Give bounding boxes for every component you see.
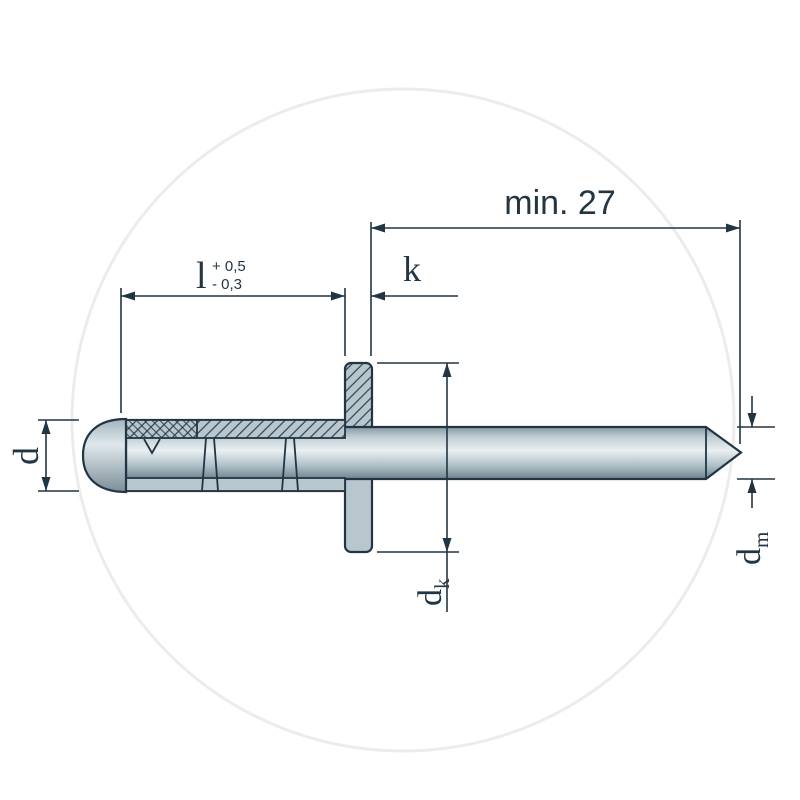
knurl-pattern	[126, 420, 197, 438]
arrowhead	[747, 413, 757, 427]
mandrel-diameter-label: dm	[731, 532, 773, 565]
head-diameter-label: dk	[412, 578, 454, 606]
arrowhead	[747, 479, 757, 493]
arrowhead	[41, 420, 51, 434]
arrowhead	[726, 223, 740, 233]
arrowhead	[121, 291, 135, 301]
mandrel-diameter-sub: m	[749, 532, 773, 548]
body-diameter-label: d	[6, 447, 46, 465]
head-diameter-main: d	[412, 589, 449, 606]
dimension-lines	[38, 220, 775, 612]
tolerance-minus-label: - 0,3	[212, 276, 242, 293]
groove-line	[201, 437, 207, 492]
tolerance-plus-label: + 0,5	[212, 258, 246, 275]
arrowhead	[41, 477, 51, 491]
notch-mark	[143, 438, 161, 455]
sleeve-bottom-wall	[121, 477, 346, 492]
groove-line	[213, 437, 219, 492]
arrowhead	[371, 291, 385, 301]
body-length-label: l	[196, 255, 207, 297]
groove-line	[281, 437, 287, 492]
head-height-label: k	[403, 249, 421, 289]
arrowhead	[442, 538, 452, 552]
arrowhead	[442, 363, 452, 377]
head-diameter-sub: k	[430, 578, 454, 589]
arrowhead	[331, 291, 345, 301]
rivet-dome-head	[81, 417, 128, 494]
arrowhead	[371, 223, 385, 233]
flange-hatch	[345, 363, 372, 426]
mandrel-diameter-main: d	[731, 548, 768, 565]
groove-line	[293, 437, 299, 492]
min-length-label: min. 27	[504, 184, 616, 222]
